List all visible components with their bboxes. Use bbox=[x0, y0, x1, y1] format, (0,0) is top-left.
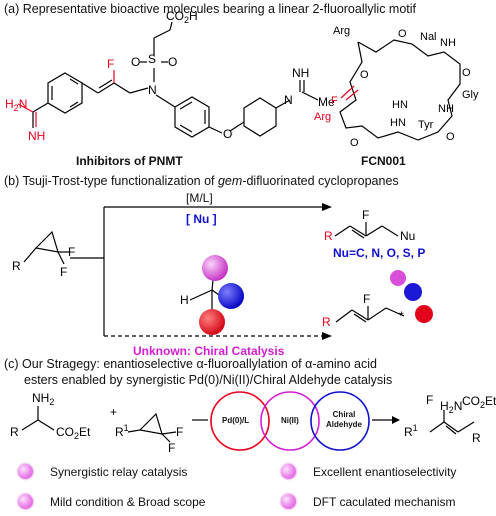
section-c-label-2: esters enabled by synergistic Pd(0)/Ni(I… bbox=[24, 373, 393, 387]
svg-text:R: R bbox=[10, 425, 19, 439]
svg-text:NH2: NH2 bbox=[32, 391, 54, 407]
svg-text:O: O bbox=[360, 69, 369, 81]
svg-text:NH: NH bbox=[438, 103, 454, 115]
svg-text:R1: R1 bbox=[404, 423, 418, 439]
cycle-pd: Pd(0)/L bbox=[222, 416, 250, 425]
pnmt-f: F bbox=[107, 57, 114, 71]
pnmt-s: S bbox=[148, 52, 156, 66]
svg-text:R1: R1 bbox=[115, 423, 129, 439]
svg-text:H2N: H2N bbox=[5, 97, 27, 113]
cycle-ni: Ni(II) bbox=[281, 416, 299, 425]
condition-nu: [ Nu ] bbox=[186, 212, 217, 226]
svg-text:O: O bbox=[462, 67, 471, 79]
nu-scope: Nu=C, N, O, S, P bbox=[333, 246, 426, 260]
bullet-icon bbox=[18, 464, 33, 479]
svg-text:+: + bbox=[110, 405, 117, 419]
svg-text:F: F bbox=[363, 292, 370, 306]
bullet-icon bbox=[281, 494, 296, 509]
svg-text:R: R bbox=[12, 259, 21, 273]
pnmt-caption: Inhibitors of PNMT bbox=[76, 154, 183, 168]
feature-dft-mechanism: DFT caculated mechanism bbox=[313, 495, 456, 509]
svg-text:CO2Et: CO2Et bbox=[56, 425, 91, 441]
svg-text:Arg: Arg bbox=[314, 111, 331, 123]
svg-text:R: R bbox=[324, 229, 333, 243]
svg-text:Me: Me bbox=[318, 95, 335, 109]
bullet-icon bbox=[281, 464, 296, 479]
svg-text:F: F bbox=[426, 393, 433, 407]
section-c-label-1: (c) Our Stragegy: enantioselective α-flu… bbox=[4, 357, 377, 371]
condition-ml: [M/L] bbox=[186, 191, 213, 205]
svg-text:F: F bbox=[331, 95, 338, 107]
svg-text:CO2H: CO2H bbox=[166, 9, 198, 25]
feature-relay-catalysis: Synergistic relay catalysis bbox=[50, 465, 188, 479]
svg-text:HN: HN bbox=[390, 117, 406, 129]
section-b-label: (b) Tsuji-Trost-type functionalization o… bbox=[4, 174, 399, 188]
fcn001-caption: FCN001 bbox=[361, 154, 406, 168]
svg-text:O: O bbox=[168, 55, 177, 69]
svg-text:Nal: Nal bbox=[420, 31, 437, 43]
feature-mild-condition: Mild condition & Broad scope bbox=[50, 495, 206, 509]
svg-text:O: O bbox=[131, 55, 140, 69]
pnmt-n: N bbox=[148, 83, 157, 97]
unknown-chiral-catalysis: Unknown: Chiral Catalysis bbox=[133, 344, 285, 358]
svg-text:F: F bbox=[176, 425, 183, 439]
svg-text:R: R bbox=[322, 315, 331, 329]
section-a-label: (a) Representative bioactive molecules b… bbox=[4, 2, 416, 16]
svg-text:H: H bbox=[180, 293, 189, 307]
svg-text:F: F bbox=[362, 208, 369, 222]
svg-text:Gly: Gly bbox=[462, 89, 479, 101]
svg-text:NH: NH bbox=[292, 66, 309, 80]
svg-text:CO2Et: CO2Et bbox=[462, 394, 496, 410]
bullet-icon bbox=[18, 494, 33, 509]
svg-text:O: O bbox=[223, 127, 232, 141]
svg-text:O: O bbox=[398, 28, 407, 40]
svg-text:H2N: H2N bbox=[440, 399, 462, 415]
svg-text:F: F bbox=[68, 245, 75, 259]
svg-text:NH: NH bbox=[28, 129, 45, 143]
svg-text:Tyr: Tyr bbox=[418, 119, 434, 131]
svg-text:N: N bbox=[284, 93, 293, 107]
svg-text:Nu: Nu bbox=[400, 229, 415, 243]
svg-text:HN: HN bbox=[392, 99, 408, 111]
svg-text:*: * bbox=[399, 309, 404, 323]
svg-text:F: F bbox=[168, 441, 175, 455]
svg-text:O: O bbox=[446, 131, 455, 143]
svg-text:NH: NH bbox=[440, 37, 456, 49]
feature-enantioselectivity: Excellent enantioselectivity bbox=[313, 465, 457, 479]
svg-text:R: R bbox=[472, 431, 481, 445]
cycle-chiral-aldehyde: Chiral Aldehyde bbox=[326, 410, 363, 429]
svg-text:Arg: Arg bbox=[333, 25, 350, 37]
svg-text:F: F bbox=[60, 265, 67, 279]
svg-text:O: O bbox=[350, 137, 359, 149]
